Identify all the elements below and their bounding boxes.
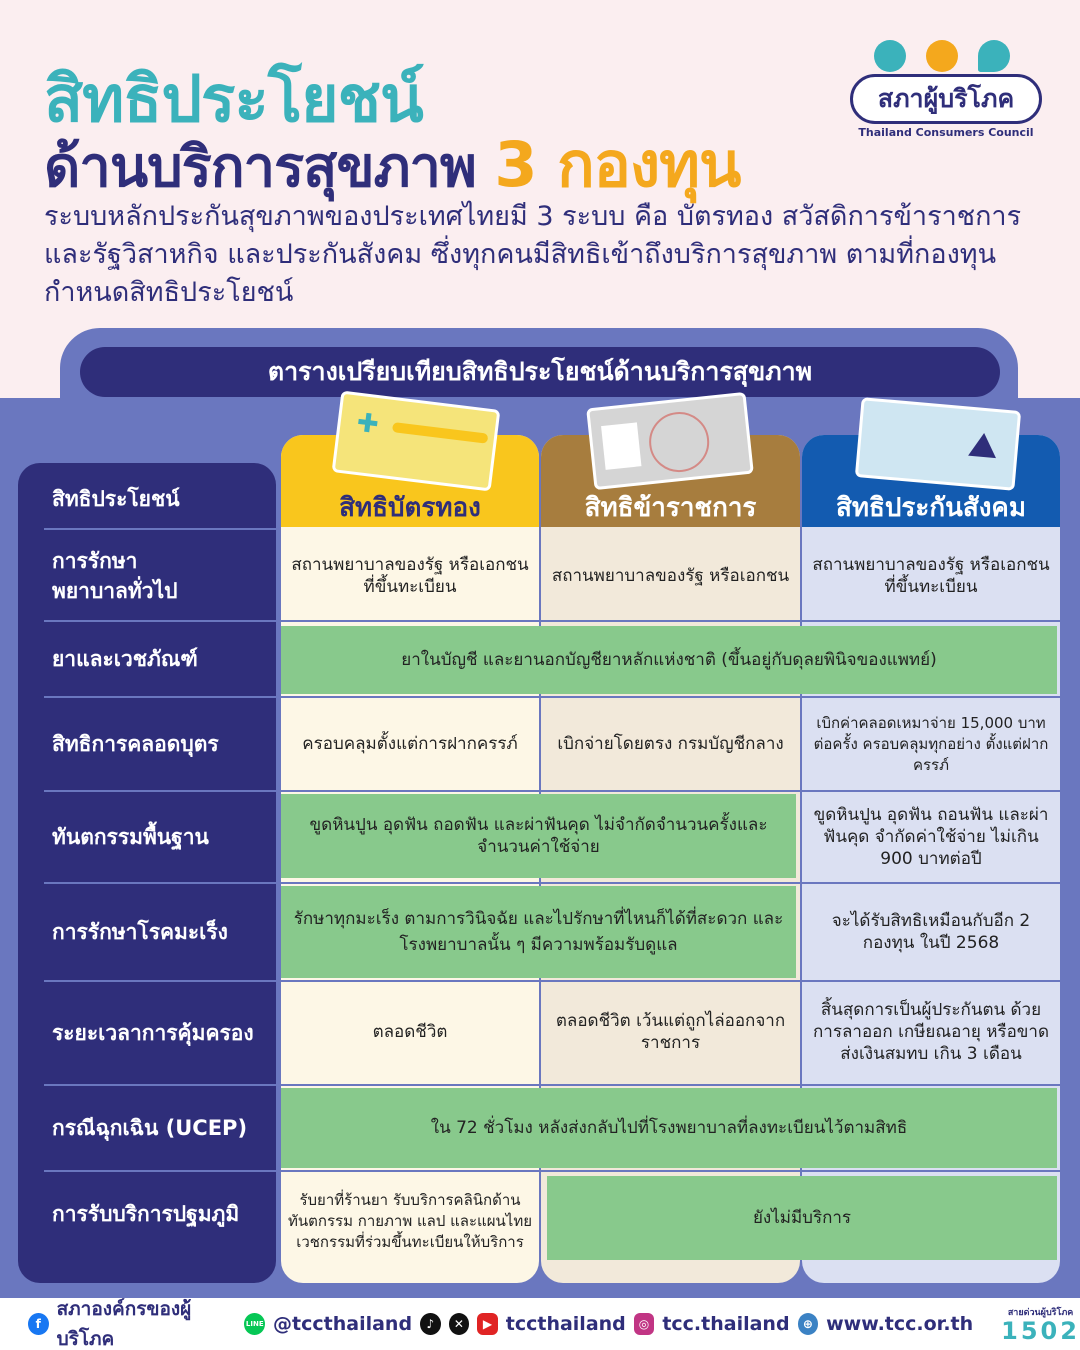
cell-coverage-civil: ตลอดชีวิต เว้นแต่ถูกไล่ออกจากราชการ — [555, 1011, 786, 1053]
cell-childbirth-social: เบิกค่าคลอดเหมาจ่าย 15,000 บาทต่อครั้ง ค… — [813, 713, 1049, 774]
instagram-icon[interactable]: ◎ — [633, 1313, 655, 1335]
title-main: ด้านบริการสุขภาพ — [44, 135, 477, 200]
row-label-general-care: การรักษาพยาบาลทั่วไป — [52, 532, 272, 620]
photo-placeholder-icon — [601, 422, 642, 470]
cell-coverage-social: สิ้นสุดการเป็นผู้ประกันตน ด้วยการลาออก เ… — [813, 1000, 1049, 1064]
civil-servant-card-icon — [586, 391, 754, 491]
row-divider — [44, 528, 276, 530]
cell-medicine-all: ยาในบัญชี และยานอกบัญชียาหลักแห่งชาติ (ข… — [281, 626, 1057, 694]
footer-instagram[interactable]: tcc.thailand — [662, 1313, 790, 1335]
row-divider — [44, 620, 1060, 622]
cell-primary-gold: รับยาที่ร้านยา รับบริการคลินิกด้าน ทันตก… — [288, 1190, 532, 1251]
cell-dental-social: ขูดหินปูน อุดฟัน ถอนฟัน และผ่าฟันคุด จำก… — [813, 805, 1049, 869]
cell-coverage-gold: ตลอดชีวิต — [372, 1022, 448, 1042]
cell-primary-civil-social: ยังไม่มีบริการ — [547, 1176, 1057, 1260]
cell-general-social: สถานพยาบาลของรัฐ หรือเอกชนที่ขึ้นทะเบียน — [812, 555, 1050, 597]
footer-social-handle[interactable]: tccthailand — [505, 1313, 626, 1335]
row-label-medicine: ยาและเวชภัณฑ์ — [52, 647, 198, 671]
intro-text: ระบบหลักประกันสุขภาพของประเทศไทยมี 3 ระบ… — [44, 201, 1022, 308]
logo-subtitle: Thailand Consumers Council — [858, 126, 1034, 139]
row-divider — [44, 980, 1060, 982]
table-banner: ตารางเปรียบเทียบสิทธิประโยชน์ด้านบริการส… — [80, 347, 1000, 397]
row-label-cancer: การรักษาโรคมะเร็ง — [52, 920, 228, 944]
row-divider — [44, 790, 1060, 792]
logo-speech-icon — [978, 40, 1010, 72]
card-stripe — [391, 422, 489, 444]
cell-cancer-gold-civil: รักษาทุกมะเร็ง ตามการวินิจฉัย และไปรักษา… — [281, 886, 796, 978]
cell-cancer-social: จะได้รับสิทธิเหมือนกับอีก 2 กองทุน ในปี … — [831, 911, 1031, 953]
column-header-gold: สิทธิบัตรทอง — [281, 435, 539, 527]
logo-name: สภาผู้บริโภค — [850, 74, 1042, 124]
footer-website[interactable]: www.tcc.or.th — [826, 1313, 974, 1335]
facebook-icon[interactable]: f — [28, 1313, 49, 1335]
row-label-text: การรักษาพยาบาลทั่วไป — [52, 549, 178, 603]
hotline-label: สายด่วนผู้บริโภค — [1007, 1308, 1074, 1318]
cell-dental-gold-civil: ขูดหินปูน อุดฟัน ถอดฟัน และผ่าฟันคุด ไม่… — [281, 794, 796, 878]
row-label-dental: ทันตกรรมพื้นฐาน — [52, 825, 209, 849]
cell-childbirth-civil: เบิกจ่ายโดยตรง กรมบัญชีกลาง — [557, 734, 784, 754]
footer: f สภาองค์กรของผู้บริโภค LINE @tccthailan… — [0, 1298, 1080, 1350]
footer-line[interactable]: @tccthailand — [273, 1313, 413, 1335]
logo: สภาผู้บริโภค Thailand Consumers Council — [848, 40, 1048, 150]
cell-general-civil: สถานพยาบาลของรัฐ หรือเอกชน — [551, 566, 790, 586]
logo-dot-teal — [874, 40, 906, 72]
row-label-emergency: กรณีฉุกเฉิน (UCEP) — [52, 1116, 248, 1140]
medical-cross-icon: ✚ — [354, 407, 381, 441]
row-divider — [44, 1084, 1060, 1086]
hotline[interactable]: สายด่วนผู้บริโภค 1502 — [1001, 1305, 1080, 1343]
hotline-number: 1502 — [1001, 1317, 1080, 1345]
social-security-card-icon — [854, 397, 1022, 491]
triangle-icon — [968, 431, 999, 459]
title-accent: 3 กองทุน — [494, 128, 741, 201]
logo-dot-orange — [926, 40, 958, 72]
cell-childbirth-gold: ครอบคลุมตั้งแต่การฝากครรภ์ — [302, 734, 518, 754]
row-label-coverage-period: ระยะเวลาการคุ้มครอง — [52, 1021, 254, 1045]
cell-general-gold: สถานพยาบาลของรัฐ หรือเอกชน ที่ขึ้นทะเบีย… — [291, 555, 529, 597]
row-divider — [44, 882, 1060, 884]
row-label-childbirth: สิทธิการคลอดบุตร — [52, 732, 219, 756]
seal-icon — [646, 409, 713, 476]
globe-icon[interactable]: ⊕ — [797, 1313, 819, 1335]
corner-label: สิทธิประโยชน์ — [52, 487, 180, 511]
footer-facebook[interactable]: สภาองค์กรของผู้บริโภค — [56, 1298, 192, 1350]
row-labels-column — [18, 463, 276, 1283]
row-divider — [44, 1170, 1060, 1172]
title-line-2: ด้านบริการสุขภาพ 3 กองทุน — [44, 116, 741, 214]
x-icon[interactable]: ✕ — [448, 1313, 470, 1335]
tiktok-icon[interactable]: ♪ — [420, 1313, 441, 1335]
title-line-1: สิทธิประโยชน์ — [44, 63, 424, 137]
line-icon[interactable]: LINE — [244, 1313, 266, 1335]
row-divider — [44, 696, 1060, 698]
cell-emergency-all: ใน 72 ชั่วโมง หลังส่งกลับไปที่โรงพยาบาลท… — [281, 1088, 1057, 1168]
row-label-primary-care: การรับบริการปฐมภูมิ — [52, 1202, 240, 1226]
youtube-icon[interactable]: ▶ — [477, 1313, 498, 1335]
